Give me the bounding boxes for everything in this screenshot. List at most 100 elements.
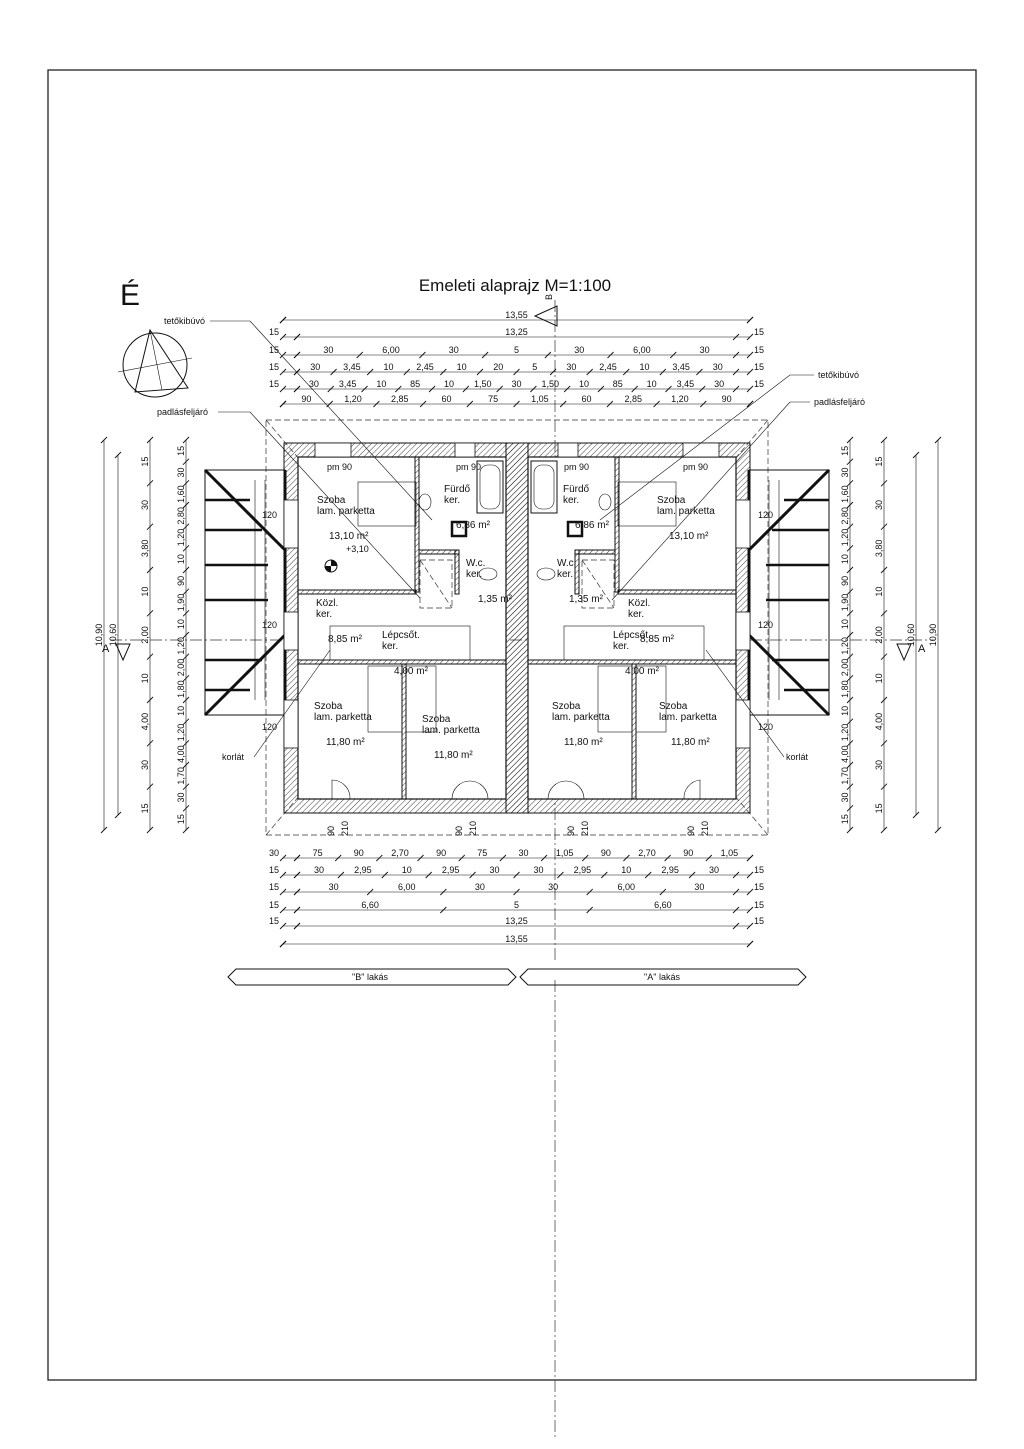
room-line: Szoba	[657, 495, 686, 506]
dimension-label: 6,60	[654, 900, 672, 910]
room-area: 11,80 m²	[671, 737, 710, 748]
dimension-label: 1,60	[840, 485, 850, 503]
dimension-label: 15	[840, 446, 850, 456]
dimension-label: 15	[269, 882, 279, 892]
window-label: 120	[758, 510, 773, 520]
dimension-label: 1,50	[474, 379, 492, 389]
dimension-label: 2,45	[416, 362, 434, 372]
padlas-left-label: padlásfeljáró	[157, 407, 208, 417]
dimension-label: 10,60	[108, 624, 118, 647]
annotations: tetőkibúvó padlásfeljáró tetőkibúvó padl…	[157, 316, 865, 762]
dimension-label: 90	[722, 394, 732, 404]
room-line: ker.	[466, 569, 482, 580]
window-label: 120	[758, 620, 773, 630]
dimension-label: 6,60	[361, 900, 379, 910]
room-area: 13,10 m²	[329, 531, 369, 542]
dimension-label: 5	[532, 362, 537, 372]
dimension-label: 1,05	[556, 848, 574, 858]
dimension-label: 1,20	[840, 637, 850, 655]
dimension-label: 4,00	[176, 745, 186, 763]
dimension-label: 1,20	[344, 394, 362, 404]
dimension-label: 60	[582, 394, 592, 404]
dimension-label: 30	[176, 467, 186, 477]
room-line: Közl.	[316, 598, 338, 609]
dimension-label: 30	[840, 792, 850, 802]
dimension-label: 2,00	[140, 626, 150, 644]
right-dimension-chains: 10,9010,6015303,80102,00104,00301515301,…	[840, 436, 942, 834]
room-line: Szoba	[659, 701, 688, 712]
dimension-label: 3,45	[343, 362, 361, 372]
room-line: lam. parketta	[659, 712, 717, 723]
dimension-label: 15	[269, 916, 279, 926]
room-wc-l: W.c.ker.1,35 m²	[466, 558, 513, 605]
room-line: lam. parketta	[657, 506, 715, 517]
dimension-label: 30	[329, 882, 339, 892]
dimension-label: 15	[176, 446, 186, 456]
dimension-label: 2,85	[624, 394, 642, 404]
dimension-label: 13,55	[505, 934, 528, 944]
dimension-label: 2,95	[661, 865, 679, 875]
dimension-label: 10	[647, 379, 657, 389]
dimension-label: 2,85	[391, 394, 409, 404]
dimension-label: 13,25	[505, 916, 528, 926]
dimension-label: 30	[840, 467, 850, 477]
dimension-label: 1,50	[542, 379, 560, 389]
room-area: 11,80 m²	[326, 737, 365, 748]
window-label: 120	[262, 510, 277, 520]
room-line: Szoba	[552, 701, 581, 712]
dimension-label: 1,90	[176, 594, 186, 612]
room-line: Szoba	[422, 714, 451, 725]
room-line: lam. parketta	[422, 725, 480, 736]
section-b-top-label: B	[544, 294, 554, 300]
dimension-label: 10	[402, 865, 412, 875]
room-area: 6,86 m²	[575, 520, 610, 531]
apartment-b-label: "B" lakás	[352, 972, 388, 982]
pm-label-3: pm 90	[564, 462, 589, 472]
dimension-label: 15	[269, 327, 279, 337]
dimension-label: 10	[874, 673, 884, 683]
dimension-label: 30	[566, 362, 576, 372]
door-label: 90	[686, 826, 696, 836]
room-line: Szoba	[314, 701, 343, 712]
dimension-label: 2,45	[599, 362, 617, 372]
dimension-label: 1,20	[176, 637, 186, 655]
dimension-label: 15	[269, 345, 279, 355]
dormer-right	[747, 468, 831, 717]
door-label: 90	[326, 826, 336, 836]
dimension-label: 1,20	[176, 724, 186, 742]
dimension-label: 4,00	[840, 745, 850, 763]
section-a-left-label: A	[102, 643, 110, 655]
dimension-label: 15	[754, 327, 764, 337]
room-line: ker.	[563, 495, 579, 506]
dimension-label: 6,00	[617, 882, 635, 892]
dimension-label: 30	[700, 345, 710, 355]
building-walls	[283, 442, 751, 814]
dimension-label: 30	[874, 760, 884, 770]
dimension-label: 30	[449, 345, 459, 355]
korlat-left-label: korlát	[222, 752, 245, 762]
dimension-column: 15301,602,801,2010901,90101,202,001,8010…	[176, 436, 190, 834]
room-line: ker.	[382, 641, 398, 652]
dimension-label: 15	[140, 457, 150, 467]
dimension-label: 10	[621, 865, 631, 875]
dimension-label: 30	[709, 865, 719, 875]
dimension-label: 10	[176, 706, 186, 716]
dimension-label: 15	[754, 916, 764, 926]
section-b-top-marker	[533, 305, 558, 327]
door-label: 210	[700, 821, 710, 836]
dimension-label: 1,70	[176, 767, 186, 785]
dimension-label: 30	[475, 882, 485, 892]
room-line: ker.	[628, 609, 644, 620]
dimension-label: 1,90	[840, 594, 850, 612]
dimension-label: 2,95	[442, 865, 460, 875]
dimension-label: 10	[579, 379, 589, 389]
